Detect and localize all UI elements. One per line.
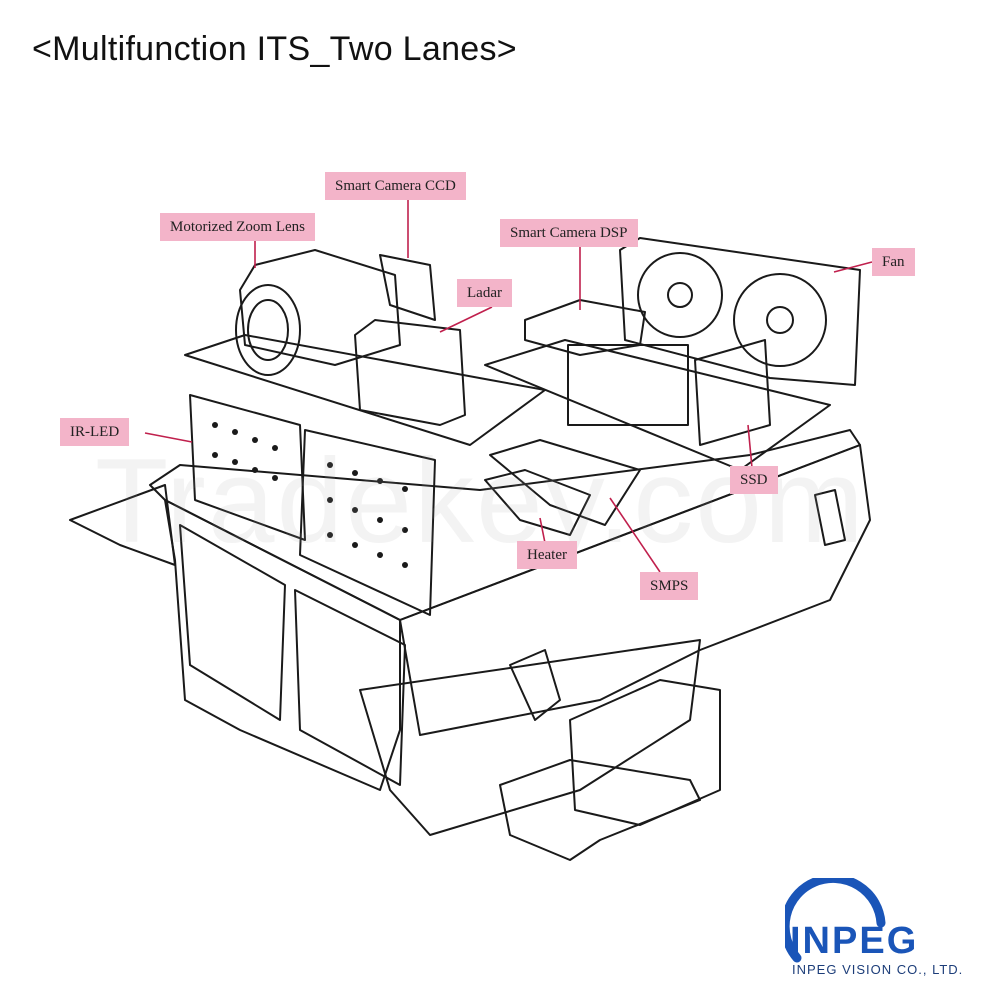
fan-2 — [733, 273, 827, 367]
logo-name: INPEG — [790, 920, 919, 962]
callout-heater: Heater — [517, 541, 577, 569]
heater-unit — [484, 469, 591, 536]
led-array — [212, 422, 408, 568]
callout-fan: Fan — [872, 248, 915, 276]
fan-housing — [619, 237, 861, 386]
housing-rim — [149, 429, 861, 621]
callout-smart-camera-ccd: Smart Camera CCD — [325, 172, 466, 200]
callout-motorized-zoom-lens: Motorized Zoom Lens — [160, 213, 315, 241]
housing-right-body — [399, 444, 871, 736]
front-window-right — [294, 589, 406, 786]
camera-body — [239, 249, 401, 366]
front-window-left — [179, 524, 286, 721]
housing-left-body — [164, 499, 401, 791]
smps-unit — [489, 439, 641, 526]
callout-smps: SMPS — [640, 572, 699, 600]
ir-led-panel-1 — [189, 394, 306, 541]
electronics-deck — [484, 339, 831, 471]
zoom-lens — [235, 284, 301, 376]
sunshield-left — [69, 484, 176, 566]
callout-ladar: Ladar — [457, 279, 512, 307]
fan-1 — [637, 252, 723, 338]
mainboard — [567, 344, 689, 426]
leader-lines — [144, 198, 873, 573]
inpeg-logo-icon — [785, 878, 886, 963]
ssd-module — [694, 339, 771, 446]
callout-smart-camera-dsp: Smart Camera DSP — [500, 219, 638, 247]
mount-base — [499, 759, 701, 861]
front-latch — [509, 649, 561, 721]
pan-tilt-head — [569, 679, 721, 826]
ir-led-panel-2 — [299, 429, 436, 616]
sunshield-front — [359, 639, 701, 836]
callout-ssd: SSD — [730, 466, 778, 494]
logo-company: INPEG VISION CO., LTD. — [792, 962, 964, 977]
ccd-module — [379, 254, 436, 321]
callout-ir-led: IR-LED — [60, 418, 130, 446]
diagram-title: <Multifunction ITS_Two Lanes> — [32, 30, 517, 68]
side-latch — [814, 489, 846, 546]
ladar-box — [354, 319, 466, 426]
